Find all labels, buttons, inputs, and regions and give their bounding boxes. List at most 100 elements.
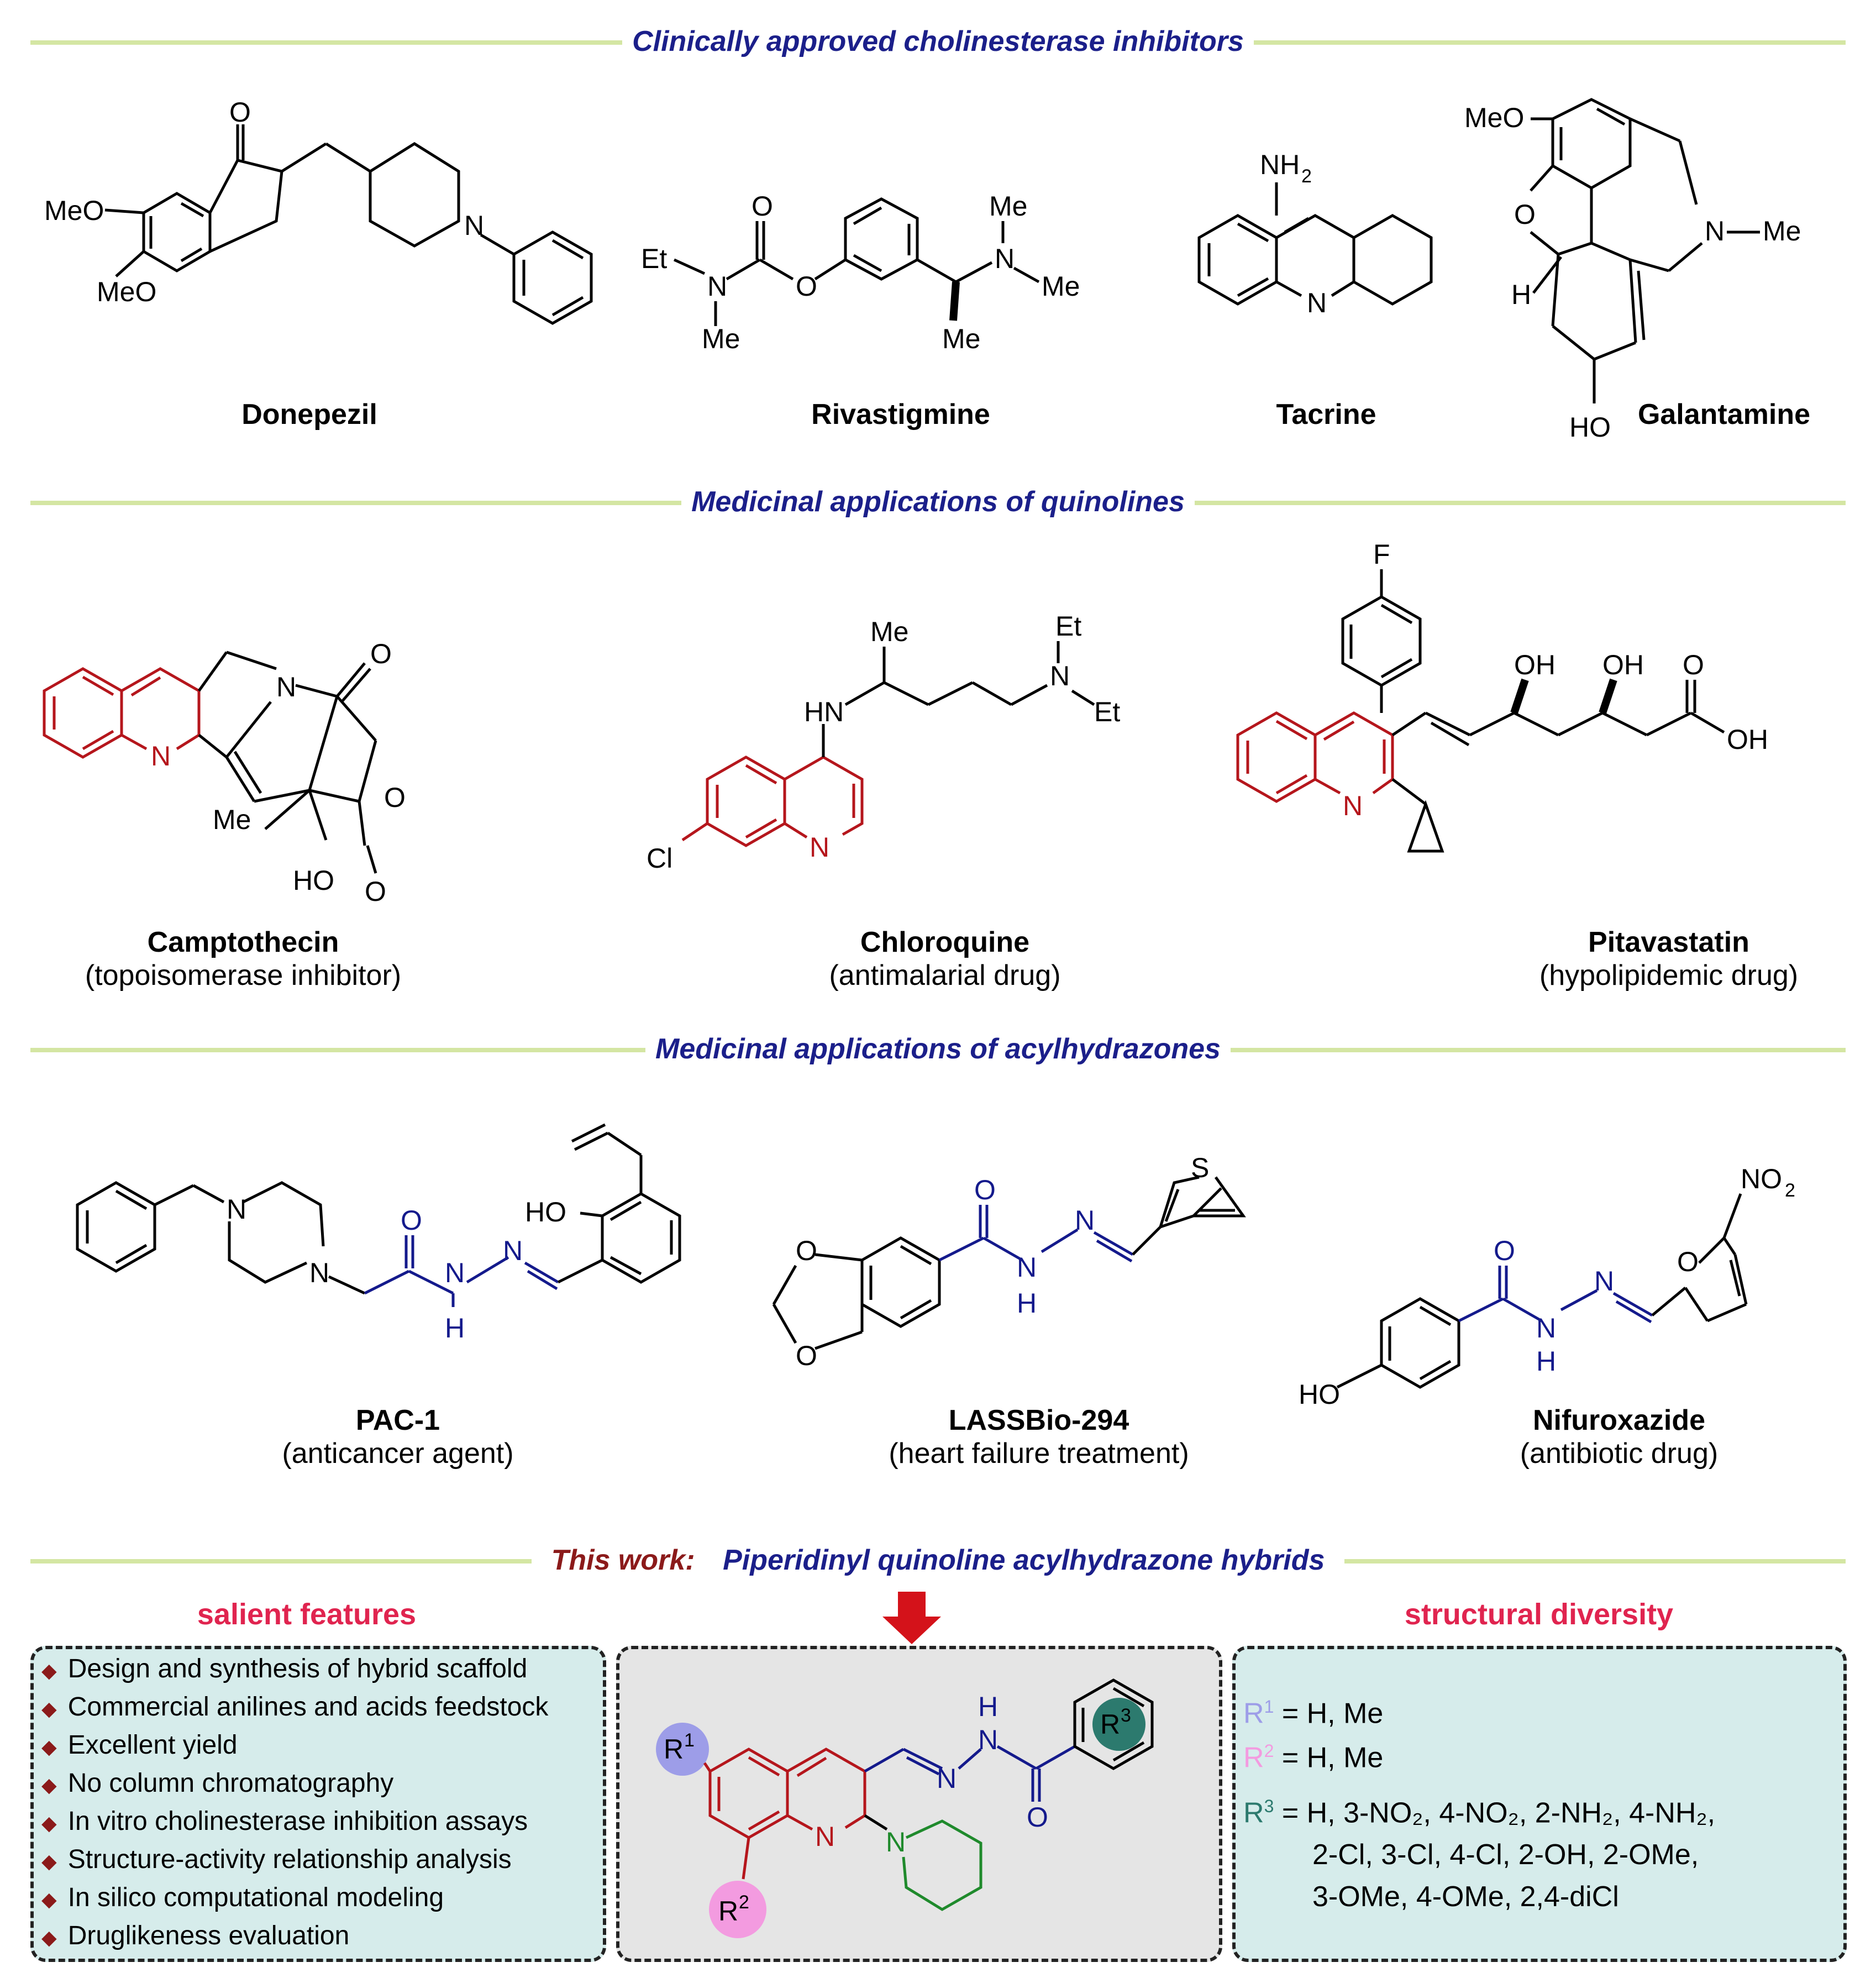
svg-text:O: O — [365, 876, 386, 907]
svg-text:2: 2 — [739, 1892, 749, 1913]
svg-text:O: O — [752, 191, 773, 222]
label-nifuroxazide: Nifuroxazide (antibiotic drug) — [1520, 1404, 1719, 1470]
label-chloroquine: Chloroquine (antimalarial drug) — [829, 926, 1061, 991]
svg-text:NH: NH — [1260, 149, 1300, 180]
svg-text:N: N — [995, 243, 1015, 274]
svg-text:H: H — [1017, 1288, 1037, 1319]
diversity-r3: R3 = H, 3-NO₂, 4-NO₂, 2-NH₂, 4-NH₂, 2-Cl… — [1243, 1796, 1716, 1913]
svg-text:N: N — [1050, 660, 1070, 691]
svg-text:N: N — [151, 741, 171, 772]
label-rivastigmine: Rivastigmine — [811, 398, 990, 431]
feature-item: ◆Structure-activity relationship analysi… — [41, 1845, 512, 1874]
svg-text:HO: HO — [525, 1197, 566, 1227]
svg-text:HN: HN — [804, 696, 844, 727]
svg-text:O: O — [384, 782, 406, 813]
header-acylhydrazones: Medicinal applications of acylhydrazones — [0, 1032, 1876, 1066]
header-this-work: This work: Piperidinyl quinoline acylhyd… — [0, 1544, 1876, 1577]
svg-text:Me: Me — [870, 616, 908, 647]
svg-text:Et: Et — [641, 243, 667, 274]
svg-text:N: N — [1594, 1266, 1614, 1297]
svg-text:O: O — [796, 1235, 817, 1266]
feature-item: ◆Commercial anilines and acids feedstock — [41, 1692, 549, 1722]
svg-text:O: O — [974, 1174, 996, 1205]
svg-text:N: N — [227, 1194, 246, 1225]
this-work-prefix: This work: — [541, 1544, 705, 1576]
svg-text:1: 1 — [684, 1730, 695, 1751]
pitavastatin-structure: F N OH OH O OH — [1236, 539, 1768, 853]
svg-text:N: N — [1536, 1313, 1556, 1344]
svg-text:N: N — [445, 1257, 465, 1288]
svg-text:H: H — [978, 1691, 998, 1722]
galantamine-structure: MeO O N Me H HO — [1464, 98, 1801, 443]
svg-text:N: N — [978, 1724, 998, 1755]
feature-item: ◆Design and synthesis of hybrid scaffold — [41, 1654, 528, 1683]
feature-item: ◆No column chromatography — [41, 1769, 394, 1798]
feature-item: ◆In silico computational modeling — [41, 1883, 444, 1912]
label-pitavastatin: Pitavastatin (hypolipidemic drug) — [1539, 926, 1799, 991]
label-camptothecin: Camptothecin (topoisomerase inhibitor) — [85, 926, 402, 991]
svg-text:O: O — [1494, 1235, 1515, 1266]
svg-text:O: O — [796, 1340, 817, 1371]
svg-text:NO: NO — [1741, 1163, 1782, 1194]
svg-text:O: O — [1683, 649, 1704, 680]
svg-text:O: O — [1514, 199, 1536, 230]
svg-text:O: O — [1677, 1246, 1699, 1277]
svg-text:O: O — [1027, 1802, 1048, 1833]
diversity-r2: R2 = H, Me — [1243, 1741, 1384, 1774]
pac1-structure: N N O N H N HO — [76, 1123, 681, 1344]
svg-text:N: N — [309, 1257, 329, 1288]
svg-text:H: H — [445, 1313, 465, 1344]
svg-text:N: N — [503, 1235, 523, 1266]
lassbio-structure: O O O N H N S — [772, 1152, 1246, 1371]
label-donepezil: Donepezil — [241, 398, 377, 431]
label-pac1: PAC-1 (anticancer agent) — [282, 1404, 514, 1470]
salient-features-list: ◆Design and synthesis of hybrid scaffold… — [41, 1650, 548, 1955]
header-quinolines: Medicinal applications of quinolines — [0, 485, 1876, 518]
header-title: Medicinal applications of quinolines — [681, 486, 1195, 518]
svg-text:HO: HO — [1299, 1379, 1340, 1410]
svg-text:Me: Me — [942, 323, 980, 354]
svg-text:3: 3 — [1121, 1705, 1131, 1726]
header-cholinesterase: Clinically approved cholinesterase inhib… — [0, 25, 1876, 58]
svg-text:Me: Me — [213, 804, 251, 835]
camptothecin-structure: N N O HO Me O O — [43, 638, 406, 907]
svg-text:N: N — [1343, 790, 1363, 821]
svg-text:H: H — [1536, 1346, 1556, 1377]
svg-text:N: N — [810, 832, 829, 863]
svg-text:MeO: MeO — [44, 195, 104, 226]
feature-item: ◆Excellent yield — [41, 1730, 238, 1760]
svg-text:R: R — [1100, 1709, 1120, 1740]
svg-text:N: N — [276, 671, 296, 702]
svg-text:N: N — [707, 271, 727, 302]
this-work-title: Piperidinyl quinoline acylhydrazone hybr… — [713, 1544, 1335, 1576]
label-galantamine: Galantamine — [1637, 398, 1811, 431]
svg-text:HO: HO — [1569, 412, 1611, 443]
svg-text:Me: Me — [702, 323, 740, 354]
down-arrow-icon — [882, 1592, 941, 1644]
donepezil-structure: O N MeO MeO — [44, 97, 593, 325]
label-lassbio: LASSBio-294 (heart failure treatment) — [889, 1404, 1189, 1470]
svg-text:2: 2 — [1301, 166, 1312, 187]
svg-text:N: N — [815, 1821, 835, 1852]
svg-text:O: O — [229, 97, 251, 128]
chloroquine-structure: N Cl HN Me N Et Et — [647, 611, 1120, 874]
feature-item: ◆Druglikeness evaluation — [41, 1921, 350, 1950]
svg-text:R: R — [664, 1734, 684, 1765]
svg-text:MeO: MeO — [1464, 102, 1524, 133]
svg-text:OH: OH — [1727, 724, 1768, 755]
rivastigmine-structure: Et N Me O O Me N Me Me — [641, 191, 1080, 354]
svg-text:S: S — [1191, 1152, 1209, 1183]
svg-text:F: F — [1373, 539, 1390, 570]
svg-text:MeO: MeO — [97, 276, 156, 307]
header-title: Clinically approved cholinesterase inhib… — [622, 25, 1254, 57]
svg-text:Me: Me — [989, 191, 1027, 222]
feature-item: ◆In vitro cholinesterase inhibition assa… — [41, 1807, 528, 1836]
svg-text:2: 2 — [1785, 1180, 1795, 1201]
svg-text:Me: Me — [1763, 216, 1801, 246]
svg-text:O: O — [401, 1205, 422, 1236]
header-title: Medicinal applications of acylhydrazones — [645, 1033, 1231, 1065]
structural-diversity-box — [1232, 1646, 1847, 1962]
